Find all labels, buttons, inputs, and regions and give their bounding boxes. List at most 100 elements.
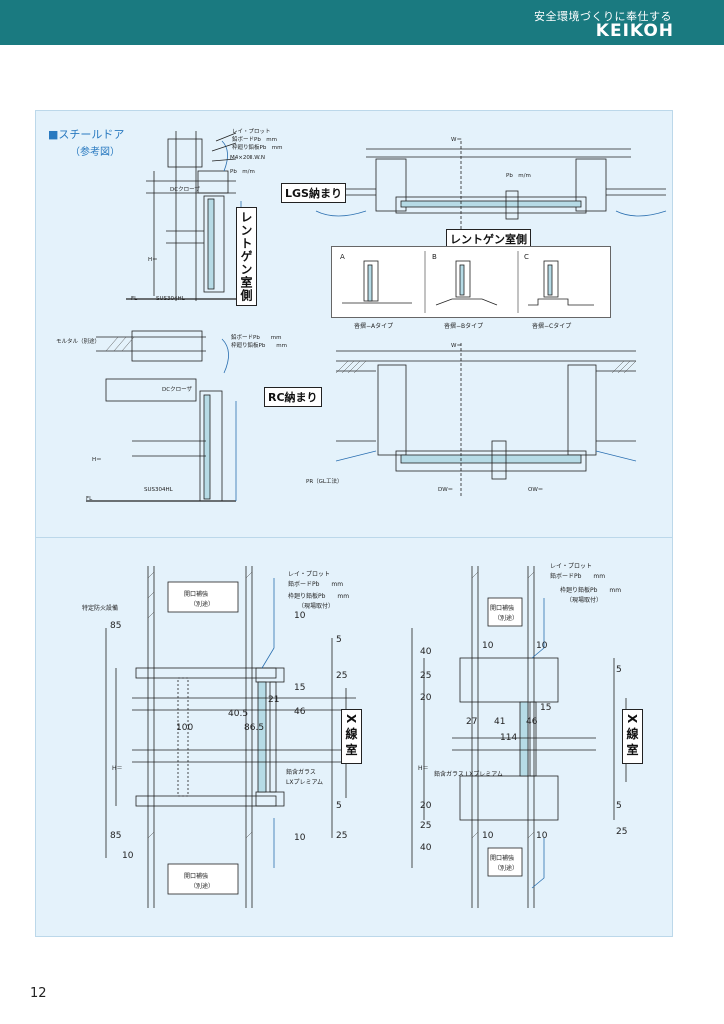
note-opening-reinforce-r-bottom: 開口補強 bbox=[490, 854, 514, 862]
drawing-panel: ■スチールドア （参考図） bbox=[35, 110, 673, 937]
note-lead-plate-r: レイ・プロット bbox=[550, 563, 592, 570]
dim-27-r1: 27 bbox=[466, 717, 477, 727]
note-sus: SUS304HL bbox=[156, 296, 186, 302]
label-lgs: LGS納まり bbox=[281, 183, 346, 203]
note-lead-board-b: 鉛ボードPb mm bbox=[288, 580, 343, 588]
note-h2: H＝ bbox=[92, 457, 102, 463]
note-fl: FL bbox=[131, 296, 138, 302]
section-subtitle: （参考図） bbox=[70, 147, 120, 158]
dim-5-l2: 5 bbox=[336, 801, 342, 811]
note-pr: PR（GL工法） bbox=[306, 477, 342, 485]
note-separate-top: （別途） bbox=[190, 600, 214, 608]
note-lead-board-rc: 鉛ボードPb mm bbox=[231, 333, 282, 341]
note-glass-lx-full: 鉛含ガラス LXプレミアム bbox=[434, 770, 503, 778]
steel-door-section-drawings: レイ・プロット 鉛ボードPb mm 枠廻り鉛板Pb mm M4×20Ⅱ.W.N … bbox=[56, 128, 667, 502]
header-tagline: 安全環境づくりに奉仕する bbox=[534, 10, 672, 23]
dim-5-l1: 5 bbox=[336, 635, 342, 645]
note-pb: Pb m/m bbox=[230, 169, 255, 175]
note-opening-reinforce-bottom: 開口補強 bbox=[184, 872, 208, 880]
dim-21-l1: 21 bbox=[268, 695, 279, 705]
type-a-letter: A bbox=[340, 253, 345, 261]
type-a-caption: 沓摺−Aタイプ bbox=[354, 323, 394, 330]
dim-100-l1: 100 bbox=[176, 723, 193, 733]
dim-46-r1: 46 bbox=[526, 717, 538, 727]
note-separate-r-bottom: （別途） bbox=[494, 864, 518, 872]
note-h: H＝ bbox=[148, 257, 158, 263]
note-glass-lx: LXプレミアム bbox=[286, 779, 323, 786]
label-xray-side-vertical: レントゲン室側 bbox=[236, 207, 257, 306]
note-dc2: DCクローザ bbox=[162, 386, 192, 393]
dim-114-r1: 114 bbox=[500, 733, 517, 743]
note-opening-reinforce-top: 開口補強 bbox=[184, 590, 208, 598]
note-frame-lead-rc: 枠廻り鉛板Pb mm bbox=[231, 341, 287, 349]
threshold-types-box: A B C 沓摺−Aタイプ 沓摺−Bタイプ 沓摺−Cタイプ bbox=[331, 246, 611, 330]
note-m4: M4×20Ⅱ.W.N bbox=[230, 155, 265, 161]
note-w2: W＝ bbox=[451, 343, 462, 349]
dim-25-r1: 25 bbox=[420, 671, 431, 681]
header-bar: 安全環境づくりに奉仕する KEIKOH bbox=[0, 0, 724, 45]
note-dc: DCクローザ bbox=[170, 186, 200, 193]
dim-40-r1: 40 bbox=[420, 647, 432, 657]
dim-10-l2: 10 bbox=[294, 833, 306, 843]
dim-10-r3: 10 bbox=[482, 831, 494, 841]
dim-10-r4: 10 bbox=[536, 831, 548, 841]
note-lead-plate-b: レイ・プロット bbox=[288, 571, 330, 578]
note-h3: H＝ bbox=[112, 765, 123, 772]
dim-10-l3: 10 bbox=[122, 851, 134, 861]
dim-20-r2: 20 bbox=[420, 801, 432, 811]
note-glass: 鉛含ガラス bbox=[286, 768, 316, 776]
note-sus2: SUS304HL bbox=[144, 487, 174, 493]
label-rc: RC納まり bbox=[264, 387, 322, 407]
note-mortar: モルタル（別途） bbox=[56, 337, 100, 345]
note-lead-board-r: 鉛ボードPb mm bbox=[550, 572, 605, 580]
note-lead-plate: レイ・プロット bbox=[232, 128, 271, 135]
window-section-drawings: レイ・プロット 鉛ボードPb mm 枠廻り鉛板Pb mm （現場取付） 開口補強… bbox=[82, 563, 627, 908]
dim-25-r2: 25 bbox=[420, 821, 431, 831]
note-ow: OW＝ bbox=[528, 487, 543, 493]
dim-10-r2: 10 bbox=[536, 641, 548, 651]
type-b-letter: B bbox=[432, 253, 437, 261]
dim-85-l2: 85 bbox=[110, 831, 121, 841]
note-opening-reinforce-r-top: 開口補強 bbox=[490, 604, 514, 612]
note-h4: H＝ bbox=[418, 765, 429, 772]
dim-25-l2: 25 bbox=[336, 831, 347, 841]
dim-10-r1: 10 bbox=[482, 641, 494, 651]
note-lead-board: 鉛ボードPb mm bbox=[232, 135, 277, 143]
note-site-install-r: （現場取付） bbox=[566, 596, 602, 604]
label-xray-room-left: X線室 bbox=[341, 709, 362, 765]
page-number: 12 bbox=[30, 986, 47, 1001]
threshold-types-drawing: A B C bbox=[340, 251, 594, 313]
dim-10-l1: 10 bbox=[294, 611, 306, 621]
note-dw: DW＝ bbox=[438, 487, 453, 493]
dim-25-r3: 25 bbox=[616, 827, 627, 837]
dim-25-l1: 25 bbox=[336, 671, 347, 681]
note-fl2: FL bbox=[86, 496, 93, 502]
dim-5-r1: 5 bbox=[616, 665, 622, 675]
note-frame-lead-b: 枠廻り鉛板Pb mm bbox=[288, 592, 349, 600]
dim-20-r1: 20 bbox=[420, 693, 432, 703]
section-title: ■スチールドア bbox=[48, 128, 125, 141]
dim-15-r1: 15 bbox=[540, 703, 551, 713]
note-frame-lead-r: 枠廻り鉛板Pb mm bbox=[560, 586, 621, 594]
type-c-letter: C bbox=[524, 253, 529, 261]
dim-46-l1: 46 bbox=[294, 707, 306, 717]
label-xray-room-right: X線室 bbox=[622, 709, 643, 765]
note-site-install-b: （現場取付） bbox=[298, 602, 334, 610]
note-separate-r-top: （別途） bbox=[494, 614, 518, 622]
dim-15-l1: 15 bbox=[294, 683, 305, 693]
type-b-caption: 沓摺−Bタイプ bbox=[444, 323, 484, 330]
type-c-caption: 沓摺−Cタイプ bbox=[532, 323, 572, 330]
panel-divider bbox=[36, 537, 672, 538]
note-frame-lead: 枠廻り鉛板Pb mm bbox=[232, 143, 283, 151]
dim-86-5-l1: 86.5 bbox=[244, 723, 264, 733]
note-separate-bottom: （別途） bbox=[190, 882, 214, 890]
dim-85-l1: 85 bbox=[110, 621, 121, 631]
note-w: W＝ bbox=[451, 137, 462, 143]
note-fire-door: 特定防火設備 bbox=[82, 604, 118, 612]
dim-40-r2: 40 bbox=[420, 843, 432, 853]
note-pb2: Pb m/m bbox=[506, 173, 531, 179]
dim-40-5-l1: 40.5 bbox=[228, 709, 248, 719]
brand-logo: KEIKOH bbox=[595, 21, 674, 41]
dim-41-r1: 41 bbox=[494, 717, 505, 727]
dim-5-r2: 5 bbox=[616, 801, 622, 811]
